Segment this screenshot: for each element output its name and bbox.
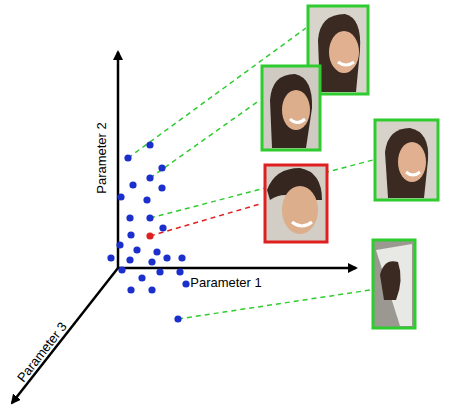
- data-point: [143, 196, 150, 203]
- face: [282, 186, 318, 234]
- face: [282, 90, 310, 130]
- data-point: [133, 246, 140, 253]
- smile: [338, 62, 354, 65]
- dashed-leader: [178, 290, 370, 319]
- data-point: [158, 184, 165, 191]
- hair: [385, 128, 428, 198]
- face-thumbnail: [265, 165, 327, 242]
- axis-label: Parameter 3: [15, 320, 69, 384]
- axis-line: [118, 267, 356, 270]
- smile: [290, 119, 305, 123]
- data-point: [156, 268, 163, 275]
- data-point: [182, 280, 189, 287]
- data-point: [148, 286, 155, 293]
- data-point: [127, 286, 134, 293]
- axes: [12, 52, 356, 403]
- data-point: [158, 164, 165, 171]
- data-point: [146, 141, 153, 148]
- face-thumbnail: [375, 120, 438, 200]
- data-point: [159, 224, 166, 231]
- car-window: [376, 244, 412, 326]
- hair: [270, 74, 312, 148]
- query-point: [146, 232, 153, 239]
- axis-label: Parameter 2: [95, 122, 108, 194]
- data-point: [138, 274, 145, 281]
- data-point: [148, 258, 155, 265]
- axis-label: Parameter 1: [190, 276, 262, 289]
- data-point: [118, 266, 125, 273]
- data-points: [107, 141, 189, 322]
- data-point: [163, 254, 170, 261]
- face-thumbnail: [262, 66, 320, 150]
- hair: [318, 14, 360, 92]
- dashed-leader: [150, 160, 373, 218]
- hair: [380, 261, 401, 300]
- data-point: [129, 181, 136, 188]
- thumbnail-frame: [262, 66, 320, 150]
- data-point: [178, 254, 185, 261]
- thumbnail-frame: [373, 240, 415, 328]
- data-point: [124, 154, 131, 161]
- data-point: [146, 214, 153, 221]
- data-point: [174, 315, 181, 322]
- thumbnail-frame: [265, 165, 327, 242]
- dashed-leader: [150, 204, 260, 236]
- face: [398, 142, 426, 182]
- data-point: [176, 268, 183, 275]
- data-point: [116, 241, 123, 248]
- data-point: [153, 248, 160, 255]
- face-thumbnail: [373, 240, 415, 328]
- thumbnail-frame: [375, 120, 438, 200]
- face: [329, 31, 359, 73]
- data-point: [146, 174, 153, 181]
- data-point: [107, 254, 114, 261]
- axis-line: [117, 52, 120, 268]
- data-point: [126, 256, 133, 263]
- dashed-leader: [150, 100, 260, 178]
- data-point: [127, 231, 134, 238]
- axis-line: [12, 268, 118, 403]
- data-point: [117, 193, 124, 200]
- smile: [406, 172, 420, 175]
- smile: [292, 222, 312, 226]
- data-point: [126, 214, 133, 221]
